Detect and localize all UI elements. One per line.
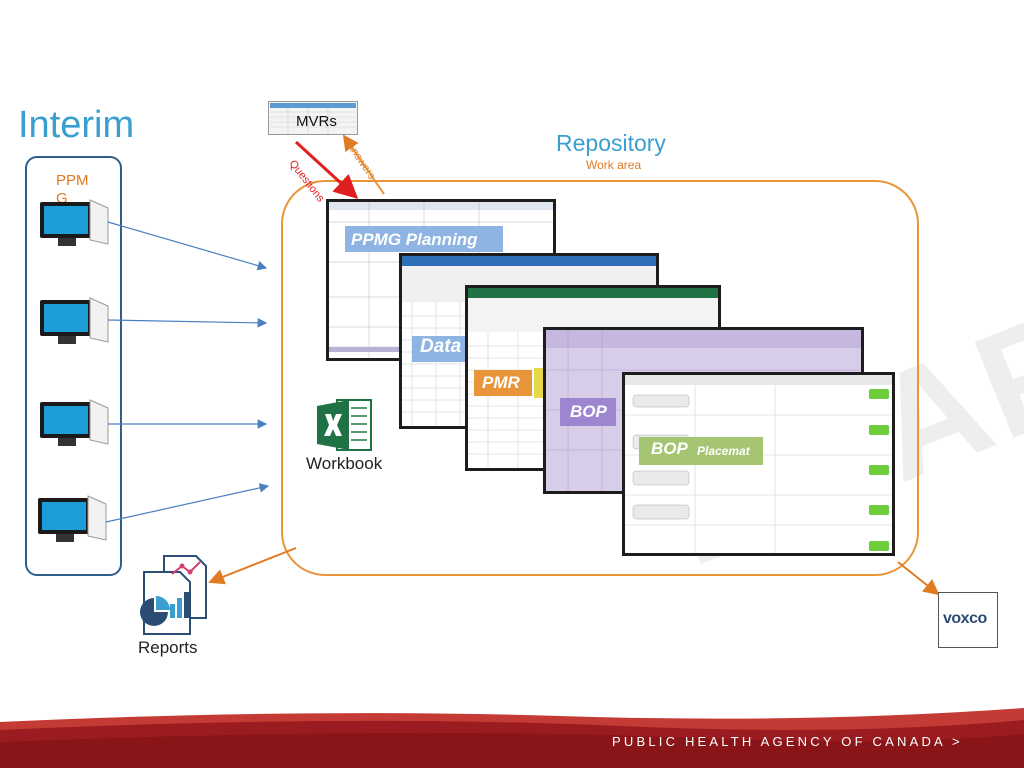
mvrs-label: MVRs xyxy=(296,113,337,130)
pmr-banner xyxy=(474,370,532,396)
computer-icon xyxy=(40,297,109,344)
voxco-logo-text: voxco xyxy=(943,610,987,627)
answers-arrow xyxy=(342,134,385,195)
data-banner xyxy=(412,336,466,362)
questions-arrow xyxy=(294,140,359,200)
ppmg-planning-label: PPMG Planning xyxy=(351,230,478,249)
pmr-label: PMR xyxy=(482,373,520,392)
data-label: Data xyxy=(420,336,462,357)
footer-banner xyxy=(0,708,1024,768)
mvrs-thumbnail[interactable] xyxy=(268,101,358,135)
workbook-label: Workbook xyxy=(306,454,383,473)
repository-subtitle: Work area xyxy=(586,158,642,172)
users-group xyxy=(25,156,122,576)
agency-footer-text: PUBLIC HEALTH AGENCY OF CANADA > xyxy=(612,734,963,749)
reports-arrow xyxy=(208,547,297,585)
page-title: Interim xyxy=(18,104,135,146)
excel-icon[interactable] xyxy=(315,398,375,452)
bop-placemat-label: BOP xyxy=(651,439,688,458)
bop-placemat-banner xyxy=(639,437,763,465)
user-arrow xyxy=(107,318,268,328)
user-arrow xyxy=(105,483,270,523)
repository-title: Repository xyxy=(556,130,666,156)
bop-banner xyxy=(560,398,616,426)
bop-placemat-sublabel: Placemat xyxy=(697,444,750,458)
users-label: PPMG xyxy=(56,172,89,207)
voxco-arrow xyxy=(897,561,940,596)
computer-icon xyxy=(40,199,109,246)
user-arrow xyxy=(107,221,268,271)
bop-label: BOP xyxy=(570,402,607,421)
reports-icon[interactable] xyxy=(140,554,210,636)
bop-placemat-sheet[interactable]: BOP Placemat xyxy=(622,372,895,556)
ppmg-planning-banner xyxy=(345,226,503,252)
computer-icon xyxy=(40,399,109,446)
voxco-logo[interactable]: voxco xyxy=(938,592,998,648)
computer-icon xyxy=(38,495,107,542)
reports-label: Reports xyxy=(138,638,198,657)
repository-box xyxy=(281,180,919,576)
